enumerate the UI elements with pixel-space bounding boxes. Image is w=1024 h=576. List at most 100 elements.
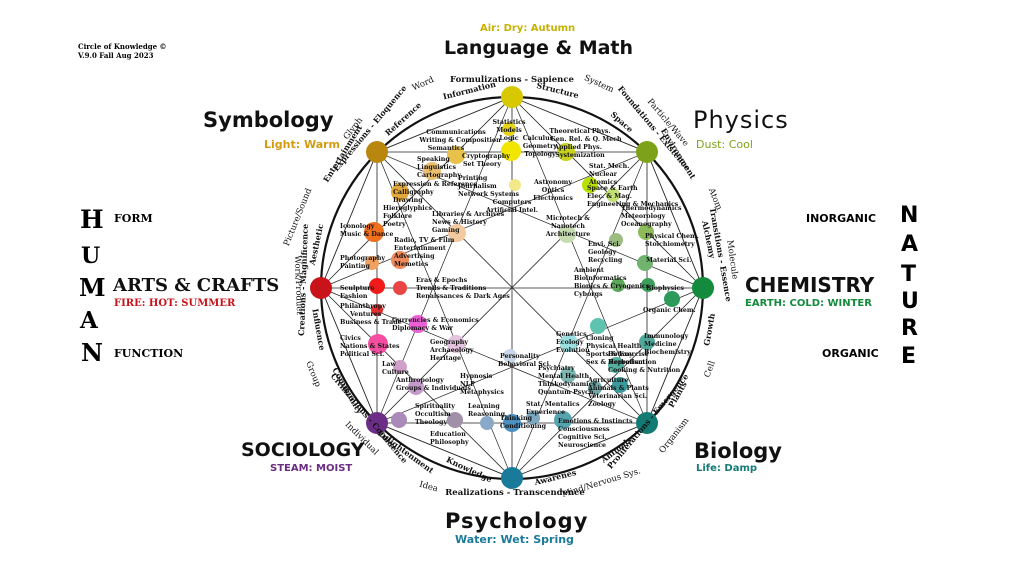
inner-label-6: Cryptography xyxy=(462,153,510,160)
nature-organic: ORGANIC xyxy=(822,347,879,360)
inner-label-108: Cooking & Nutrition xyxy=(608,367,681,374)
inner-label-118: Stat. Mentalics xyxy=(526,401,580,408)
inner-label-112: Zoology xyxy=(588,401,616,408)
ring-label-25: Group xyxy=(303,360,323,389)
inner-label-100: NLP xyxy=(460,381,475,388)
inner-label-72: Ventures xyxy=(349,311,382,318)
inner-label-106: Botany xyxy=(608,351,633,358)
inner-node-15 xyxy=(609,233,623,247)
inner-label-45: Music & Dance xyxy=(340,231,393,238)
inner-node-20 xyxy=(641,278,655,292)
inner-label-39: Meteorology xyxy=(621,213,666,220)
inner-label-78: Nations & States xyxy=(340,343,400,350)
inner-label-2: Logic xyxy=(499,135,518,142)
inner-node-7 xyxy=(558,225,576,243)
inner-label-51: Nanotech xyxy=(551,223,585,230)
nature-letter-a: A xyxy=(901,232,919,257)
inner-label-22: Calligraphy xyxy=(393,189,434,196)
inner-label-34: Atomics xyxy=(588,179,618,186)
inner-label-77: Civics xyxy=(340,335,361,342)
inner-label-63: Renaissances & Dark Ages xyxy=(416,293,510,300)
inner-node-39 xyxy=(503,414,521,432)
inner-label-92: Biochemistry xyxy=(644,349,691,356)
nature-letter-n: N xyxy=(900,203,919,228)
inner-label-107: Herbalism xyxy=(608,359,645,366)
inner-node-36 xyxy=(391,412,407,428)
biology-title: Biology xyxy=(694,439,782,463)
inner-node-3 xyxy=(557,143,575,161)
ring-label-4: System xyxy=(582,73,615,95)
inner-label-95: Law xyxy=(382,361,397,368)
ring-label-23: Cell xyxy=(703,359,718,379)
inner-label-110: Animals & Plants xyxy=(587,385,649,392)
inner-label-89: Sex & Reproduction xyxy=(586,359,657,366)
inner-label-75: Diplomacy & War xyxy=(392,325,454,332)
inner-label-119: Experience xyxy=(526,409,565,416)
human-letter-m: M xyxy=(79,273,106,302)
inner-node-28 xyxy=(639,334,655,350)
nature-letter-e: E xyxy=(901,344,917,369)
human-letter-n: N xyxy=(81,338,103,367)
inner-node-32 xyxy=(560,367,576,383)
inner-label-117: Reasoning xyxy=(468,411,506,418)
inner-label-18: Printing xyxy=(458,175,488,182)
inner-label-24: Hieroglyphics xyxy=(383,205,433,212)
inner-label-126: Thinking xyxy=(500,415,533,422)
inner-label-127: Conditioning xyxy=(500,423,547,430)
human-letter-u: U xyxy=(81,243,101,269)
inner-label-122: Cognitive Sci. xyxy=(558,434,607,441)
credit-line-2: V.9.0 Fall Aug 2023 xyxy=(78,51,154,60)
inner-label-98: Groups & Individuals xyxy=(396,385,471,392)
inner-label-68: Biophysics xyxy=(646,285,684,292)
inner-label-80: Geography xyxy=(430,339,468,346)
inner-label-116: Learning xyxy=(468,403,500,410)
inner-label-120: Emotions & Instincts xyxy=(558,418,633,425)
inner-node-22 xyxy=(371,304,383,316)
node-sw xyxy=(366,412,388,434)
inner-node-14 xyxy=(638,224,654,240)
inner-label-8: Calculus xyxy=(523,135,554,142)
nature-inorganic: INORGANIC xyxy=(806,212,877,225)
inner-node-37 xyxy=(480,416,494,430)
inner-label-102: Psychiatry xyxy=(538,365,575,372)
node-se xyxy=(636,412,658,434)
inner-label-125: Philosophy xyxy=(430,439,469,446)
inner-label-4: Writing & Composition xyxy=(418,137,501,144)
inner-label-70: Fashion xyxy=(340,293,368,300)
human-form: FORM xyxy=(114,212,153,225)
inner-label-28: Artificial Intel. xyxy=(485,207,538,214)
inner-label-115: Theology xyxy=(415,419,447,426)
ring-label-35: Awarenes xyxy=(532,467,577,487)
inner-label-17: Cartography xyxy=(417,172,461,179)
inner-node-24 xyxy=(409,315,427,333)
inner-label-10: Topology xyxy=(524,151,556,158)
inner-label-49: Memetics xyxy=(394,261,429,268)
inner-label-101: Metaphysics xyxy=(460,389,504,396)
inner-node-11 xyxy=(364,222,384,242)
inner-label-91: Medicine xyxy=(644,341,677,348)
inner-label-1: Models xyxy=(496,127,522,134)
inner-node-1 xyxy=(501,141,521,161)
inner-node-29 xyxy=(608,357,624,373)
inner-label-55: Envi. Sci. xyxy=(588,241,621,248)
inner-label-31: Electronics xyxy=(533,195,573,202)
inner-label-32: Stat. Mech. xyxy=(589,163,629,170)
inner-node-4 xyxy=(423,162,441,180)
inner-label-87: Physical Health xyxy=(586,343,642,350)
chemistry-element: EARTH: COLD: WINTER xyxy=(745,298,872,309)
inner-label-113: Spirituality xyxy=(415,403,455,410)
inner-label-43: Gaming xyxy=(432,227,460,234)
inner-labels: StatisticsModelsLogicCommunicationsWriti… xyxy=(340,119,699,449)
inner-label-12: Gen. Rel. & Q. Mech xyxy=(550,136,622,143)
ring-label-36: Idea xyxy=(418,480,439,495)
node-n xyxy=(501,86,523,108)
inner-label-74: Currencies & Economics xyxy=(392,317,479,324)
ring-label-0: Formulizations - Sapience xyxy=(450,75,575,85)
inner-label-97: Anthropology xyxy=(395,377,444,384)
inner-node-25 xyxy=(447,335,465,353)
inner-node-18 xyxy=(369,278,385,294)
inner-node-31 xyxy=(408,379,424,395)
arts-element: FIRE: HOT: SUMMER xyxy=(114,298,236,309)
inner-label-29: Astronomy xyxy=(533,179,572,186)
